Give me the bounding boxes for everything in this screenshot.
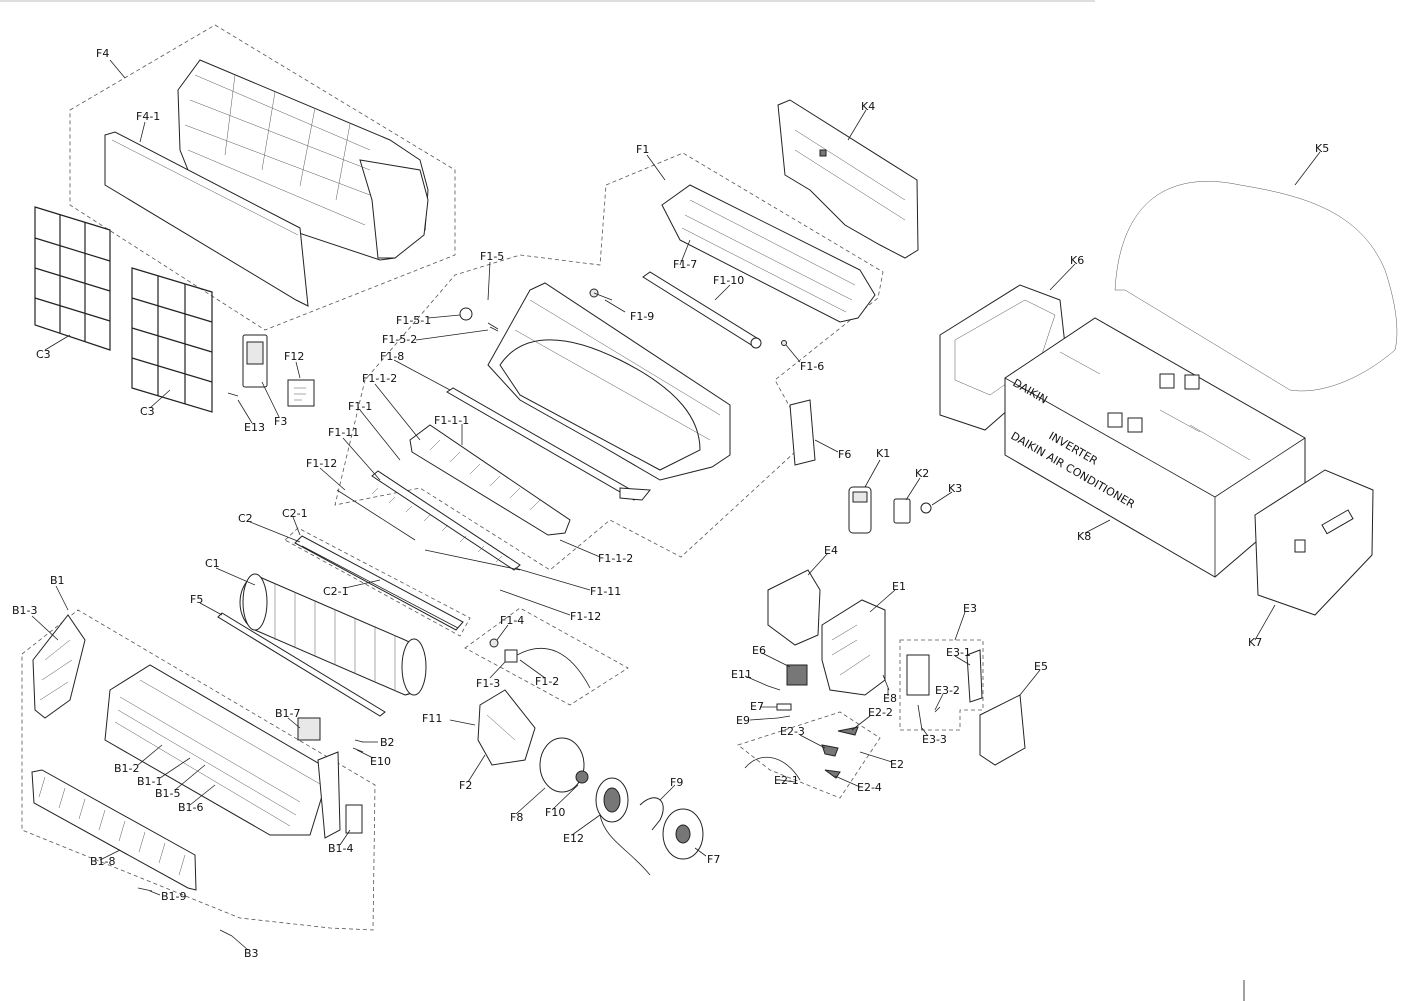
label-F4: F4	[96, 47, 109, 60]
packing-foam-right	[1254, 469, 1374, 616]
label-F7: F7	[707, 853, 720, 866]
label-K7: K7	[1248, 636, 1262, 649]
label-K2: K2	[915, 467, 929, 480]
label-E11: E11	[731, 668, 752, 681]
display-unit	[227, 334, 315, 407]
label-F1-8: F1-8	[380, 350, 404, 363]
label-F1-1-1: F1-1-1	[434, 414, 469, 427]
label-E13: E13	[244, 421, 265, 434]
label-B1-7: B1-7	[275, 707, 301, 720]
label-F8: F8	[510, 811, 523, 824]
label-B1: B1	[50, 574, 65, 587]
label-E5: E5	[1034, 660, 1048, 673]
label-F1-12-bottom: F1-12	[570, 610, 601, 623]
label-K8: K8	[1077, 530, 1091, 543]
part-labels: F4 F4-1 C3 C3 F12 F3 E13 F1 F1-7 F1-10 F…	[12, 47, 1329, 960]
heat-exchanger-group	[21, 609, 376, 937]
label-F5: F5	[190, 593, 203, 606]
louver-motor-group	[464, 607, 629, 706]
air-filter-left	[34, 206, 111, 351]
label-C2-1-top: C2-1	[282, 507, 308, 520]
label-E3-3: E3-3	[922, 733, 947, 746]
label-E2-1: E2-1	[774, 774, 799, 787]
label-E10: E10	[370, 755, 391, 768]
label-B3: B3	[244, 947, 259, 960]
label-F3: F3	[274, 415, 287, 428]
label-F1-11-bottom: F1-11	[590, 585, 621, 598]
label-E3: E3	[963, 602, 977, 615]
label-E8: E8	[883, 692, 897, 705]
label-B2: B2	[380, 736, 395, 749]
label-F1-6: F1-6	[800, 360, 824, 373]
label-F1-5-1: F1-5-1	[396, 314, 431, 327]
label-B1-1: B1-1	[137, 775, 163, 788]
label-F1-1: F1-1	[348, 400, 372, 413]
accessories	[789, 399, 932, 534]
front-grille-group	[334, 152, 884, 571]
label-F11: F11	[422, 712, 442, 725]
label-F1-3: F1-3	[476, 677, 500, 690]
label-E1: E1	[892, 580, 906, 593]
label-E9: E9	[736, 714, 750, 727]
label-F1-2: F1-2	[535, 675, 559, 688]
label-K5: K5	[1315, 142, 1329, 155]
label-F1-5: F1-5	[480, 250, 504, 263]
label-E2-2: E2-2	[868, 706, 893, 719]
label-K1: K1	[876, 447, 890, 460]
fan-motor-group	[477, 689, 704, 876]
air-filter-right	[131, 267, 213, 413]
label-E3-1: E3-1	[946, 646, 971, 659]
label-F1-12-top: F1-12	[306, 457, 337, 470]
label-E3-2: E3-2	[935, 684, 960, 697]
label-C2: C2	[238, 512, 253, 525]
label-K3: K3	[948, 482, 962, 495]
label-F1-9: F1-9	[630, 310, 654, 323]
label-C1: C1	[205, 557, 220, 570]
label-E4: E4	[824, 544, 838, 557]
label-C3-right: C3	[140, 405, 155, 418]
label-C3-left: C3	[36, 348, 51, 361]
label-B1-3: B1-3	[12, 604, 38, 617]
label-C2-1-bottom: C2-1	[323, 585, 349, 598]
label-B1-5: B1-5	[155, 787, 181, 800]
label-B1-2: B1-2	[114, 762, 140, 775]
label-E12: E12	[563, 832, 584, 845]
label-F2: F2	[459, 779, 472, 792]
label-E6: E6	[752, 644, 766, 657]
label-E7: E7	[750, 700, 764, 713]
label-B1-4: B1-4	[328, 842, 354, 855]
label-F1-11-top: F1-11	[328, 426, 359, 439]
label-F1-7: F1-7	[673, 258, 697, 271]
electrical-group	[737, 569, 1026, 799]
label-F1-5-2: F1-5-2	[382, 333, 417, 346]
label-B1-8: B1-8	[90, 855, 116, 868]
label-F1: F1	[636, 143, 649, 156]
label-E2: E2	[890, 758, 904, 771]
front-panel-group	[69, 24, 456, 331]
label-E2-3: E2-3	[780, 725, 805, 738]
label-F9: F9	[670, 776, 683, 789]
drain-and-fan-group	[217, 527, 471, 717]
shipping-carton: DAIKIN INVERTER DAIKIN AIR CONDITIONER	[1004, 317, 1306, 578]
label-F1-4: F1-4	[500, 614, 524, 627]
label-F1-1-2-bottom: F1-1-2	[598, 552, 633, 565]
label-F12: F12	[284, 350, 304, 363]
label-B1-6: B1-6	[178, 801, 204, 814]
leader-lines	[31, 59, 1321, 951]
label-F4-1: F4-1	[136, 110, 160, 123]
label-E2-4: E2-4	[857, 781, 882, 794]
label-F10: F10	[545, 806, 565, 819]
label-F1-10: F1-10	[713, 274, 744, 287]
label-K6: K6	[1070, 254, 1084, 267]
mounting-plate	[777, 99, 919, 259]
label-F6: F6	[838, 448, 851, 461]
label-B1-9: B1-9	[161, 890, 187, 903]
protective-bag	[1114, 181, 1398, 392]
label-K4: K4	[861, 100, 875, 113]
label-F1-1-2-top: F1-1-2	[362, 372, 397, 385]
